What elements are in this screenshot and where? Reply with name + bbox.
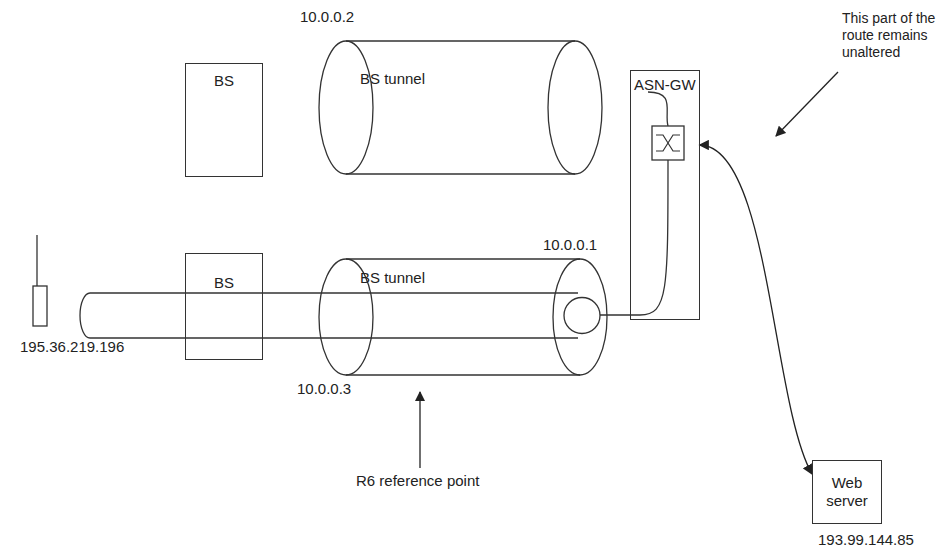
node-text: BS (214, 274, 234, 292)
gateway-box: ASN-GW (630, 70, 700, 320)
node-text: BS (214, 72, 234, 90)
callout-note: This part of the route remains unaltered (842, 10, 947, 60)
tube-end (564, 298, 600, 334)
route-connector (700, 145, 813, 474)
antenna (36, 235, 37, 286)
switch-symbol (652, 126, 684, 160)
ip-address: 10.0.0.1 (543, 236, 597, 254)
leader-arrow (776, 72, 838, 136)
node-text: Web server (813, 474, 881, 510)
ip-address: 10.0.0.3 (297, 380, 351, 398)
inner-tube (80, 293, 578, 338)
route-line (600, 160, 668, 315)
callout-label: R6 reference point (356, 472, 479, 490)
switch-symbol (656, 135, 680, 151)
ip-address: 193.99.144.85 (818, 531, 914, 549)
node-text: ASN-GW (634, 76, 695, 94)
ip-address: 195.36.219.196 (20, 338, 124, 356)
tunnel-cylinder: BS tunnel (318, 258, 608, 376)
base-station-box: BS (185, 63, 263, 177)
server-box: Web server (812, 460, 882, 524)
cylinder-outline (318, 40, 603, 175)
tunnel-cylinder: BS tunnel (318, 40, 603, 175)
node-text: BS tunnel (360, 70, 425, 88)
base-station-box: BS (185, 253, 263, 360)
leader-arrow (419, 392, 420, 468)
ip-address: 10.0.0.2 (300, 8, 354, 26)
route-line (648, 92, 668, 126)
node-text: BS tunnel (360, 269, 425, 287)
mobile-device (33, 286, 47, 326)
